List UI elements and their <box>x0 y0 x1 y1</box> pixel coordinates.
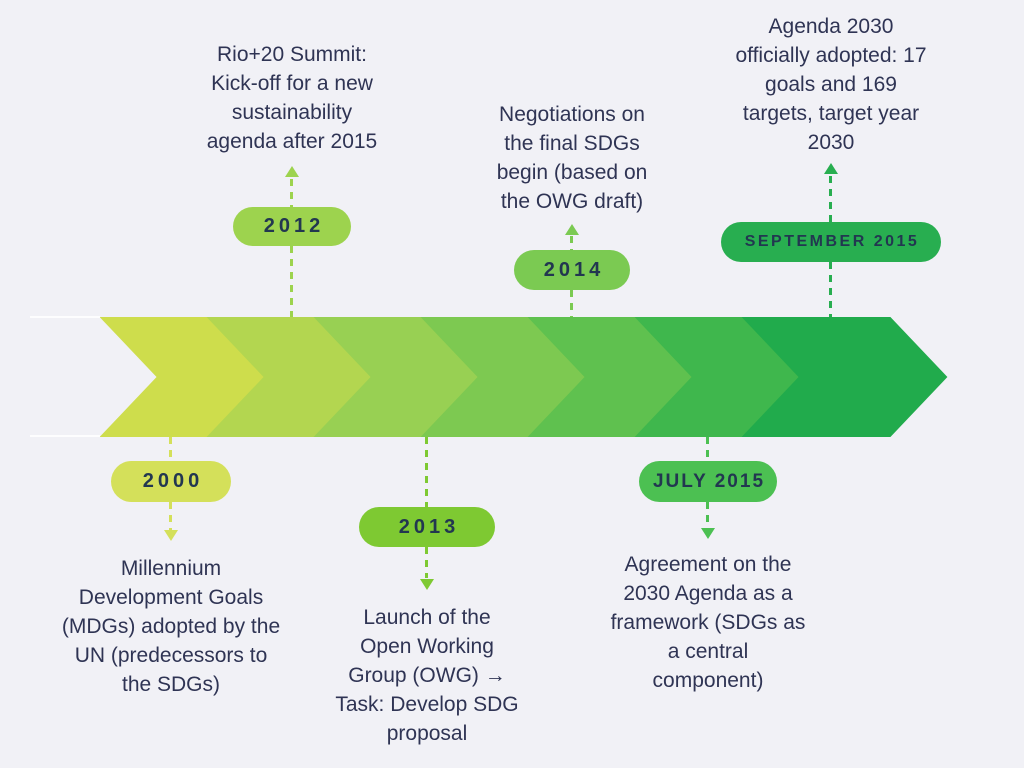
arrow-segment-3 <box>313 317 479 437</box>
connector-dash <box>829 262 832 317</box>
arrow-segment-1 <box>99 317 265 437</box>
connector-dash <box>570 290 573 317</box>
arrow-segment-6 <box>634 317 800 437</box>
connector-dash <box>570 236 573 250</box>
badge-2014: 2014 <box>514 250 630 290</box>
badge-label: JULY 2015 <box>652 470 766 492</box>
timeline-gradient-arrow <box>99 317 948 437</box>
connector-dash <box>169 437 172 461</box>
milestone-description-july-2015: Agreement on the 2030 Agenda as a framew… <box>610 553 806 692</box>
arrow-top-edge-line <box>30 316 100 318</box>
milestone-description-2000: Millennium Development Goals (MDGs) adop… <box>61 557 281 696</box>
connector-dash <box>706 437 709 461</box>
connector-dash <box>425 547 428 578</box>
badge-2012: 2012 <box>233 207 351 246</box>
arrowhead-up-icon <box>824 163 838 174</box>
arrow-segment-4 <box>420 317 586 437</box>
milestone-description-september-2015: Agenda 2030 officially adopted: 17 goals… <box>735 15 927 154</box>
badge-label: 2000 <box>142 470 204 492</box>
arrow-segment-7-head <box>741 317 948 437</box>
connector-dash <box>425 437 428 507</box>
arrowhead-up-icon <box>565 224 579 235</box>
connector-dash <box>169 502 172 530</box>
connector-dash <box>706 502 709 528</box>
milestone-description-2012: Rio+20 Summit: Kick-off for a new sustai… <box>206 43 378 153</box>
badge-2000: 2000 <box>111 461 231 502</box>
badge-label: 2012 <box>263 215 325 237</box>
arrow-bottom-edge-line <box>30 435 100 437</box>
milestone-description-2014: Negotiations on the final SDGs begin (ba… <box>496 103 648 213</box>
badge-label: 2013 <box>398 515 460 538</box>
badge-label: 2014 <box>543 258 605 281</box>
arrowhead-up-icon <box>285 166 299 177</box>
arrow-segment-5 <box>527 317 693 437</box>
connector-dash <box>829 176 832 222</box>
badge-september-2015: SEPTEMBER 2015 <box>721 222 941 262</box>
arrowhead-down-icon <box>701 528 715 539</box>
badge-july-2015: JULY 2015 <box>639 461 777 502</box>
arrowhead-down-icon <box>420 579 434 590</box>
badge-label: SEPTEMBER 2015 <box>744 233 920 250</box>
milestone-description-2013: Launch of the Open Working Group (OWG) →… <box>335 606 519 745</box>
badge-2013: 2013 <box>359 507 495 547</box>
connector-dash <box>290 246 293 317</box>
arrow-segment-2 <box>206 317 372 437</box>
arrowhead-down-icon <box>164 530 178 541</box>
connector-dash <box>290 179 293 207</box>
